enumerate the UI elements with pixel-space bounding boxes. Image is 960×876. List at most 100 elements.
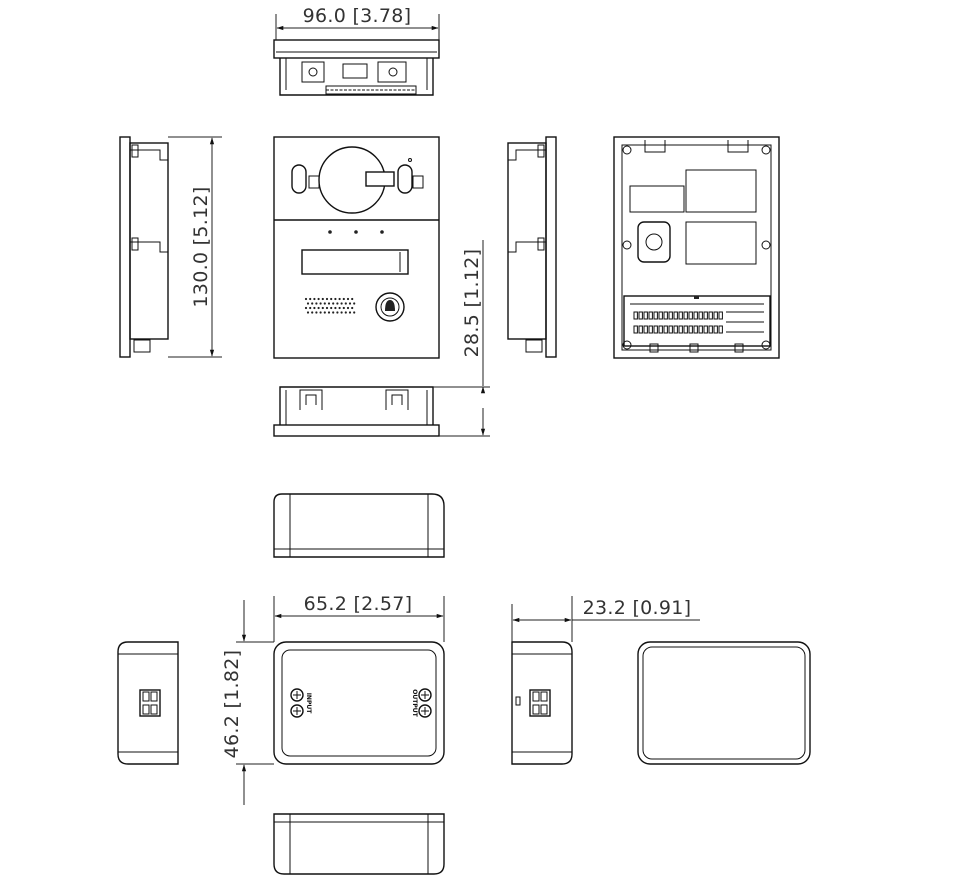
grille-hole [311,302,314,305]
unit-width-dimension: 96.0 [3.78] [275,5,440,40]
name-plate [301,249,409,275]
terminal-pin [668,311,673,320]
grille-hole [346,306,350,310]
terminal-pin [703,311,708,320]
grille-hole [340,302,343,305]
unit-width-label: 96.0 [3.78] [303,5,412,27]
grille-hole [304,306,308,310]
grille-hole [334,297,337,301]
terminal-pin [673,325,678,334]
grille-hole [353,302,356,305]
module-depth-label: 23.2 [0.91] [583,597,692,619]
grille-hole [321,306,324,310]
terminal-pin [713,311,718,320]
terminal-pin [703,325,708,334]
terminal-pin [678,325,683,334]
grille-hole [342,306,345,310]
terminal-pin [663,311,668,320]
grille-hole [332,311,335,314]
unit-depth-label: 28.5 [1.12] [461,249,483,358]
module-height-label: 46.2 [1.82] [221,650,243,759]
module-top-view [273,493,445,558]
unit-depth-dimension: 28.5 [1.12] [433,240,490,437]
grille-hole [306,311,310,314]
grille-hole [338,306,341,310]
module-bottom-view [273,813,445,875]
grille-hole [346,297,350,301]
grille-hole [338,297,341,301]
grille-hole [319,302,322,305]
grille-hole [319,311,322,314]
terminal-pin [693,311,698,320]
tamper-switch [637,221,671,263]
module-left-side-view [117,641,179,765]
terminal-pin [653,325,658,334]
grille-hole [315,311,318,314]
grille-hole [323,302,326,305]
grille-hole [309,297,312,301]
grille-hole [327,302,331,305]
speaker-grille [304,297,356,314]
grille-hole [311,311,314,314]
grille-hole [317,297,320,301]
module-depth-dimension: 23.2 [0.91] [511,596,700,642]
unit-top-view [273,39,440,96]
grille-hole [325,306,329,310]
terminal-pin [718,311,723,320]
grille-hole [313,297,316,301]
output-label: OUTPUT [411,689,418,717]
module-width-dimension: 65.2 [2.57] [273,593,445,642]
unit-bottom-view [273,386,440,437]
grille-hole [309,306,312,310]
call-button [375,292,405,322]
grille-hole [348,311,352,314]
terminal-pin [688,311,693,320]
grille-hole [336,302,339,305]
grille-hole [332,302,335,305]
grille-hole [353,311,356,314]
terminal-pin [648,325,653,334]
terminal-pin [638,325,643,334]
terminal-pin [713,325,718,334]
grille-hole [340,311,343,314]
module-back-view [637,641,811,765]
grille-hole [323,311,326,314]
input-terminal: INPUT [290,688,312,718]
terminal-pin [638,311,643,320]
terminal-pin [643,325,648,334]
terminal-pins [633,311,723,334]
grille-hole [327,311,331,314]
grille-hole [304,297,308,301]
terminal-pin [643,311,648,320]
terminal-pin [653,311,658,320]
grille-hole [334,306,337,310]
grille-hole [325,297,329,301]
terminal-pin [708,311,713,320]
terminal-pin [658,311,663,320]
grille-hole [330,306,333,310]
terminal-pin [658,325,663,334]
terminal-pin [633,311,638,320]
terminal-pin [688,325,693,334]
grille-hole [351,306,354,310]
terminal-pin [698,325,703,334]
grille-hole [317,306,320,310]
grille-hole [351,297,354,301]
unit-back-view [613,136,780,359]
terminal-pin [683,325,688,334]
unit-height-label: 130.0 [5.12] [190,186,212,307]
grille-hole [344,311,347,314]
module-right-side-view [511,641,573,765]
unit-height-dimension: 130.0 [5.12] [168,136,222,358]
terminal-pin [633,325,638,334]
grille-hole [313,306,316,310]
terminal-pin [668,325,673,334]
module-height-dimension: 46.2 [1.82] [221,600,274,805]
module-width-label: 65.2 [2.57] [304,593,413,615]
grille-hole [321,297,324,301]
unit-front-view [273,136,440,359]
grille-hole [306,302,310,305]
terminal-pin [718,325,723,334]
grille-hole [342,297,345,301]
